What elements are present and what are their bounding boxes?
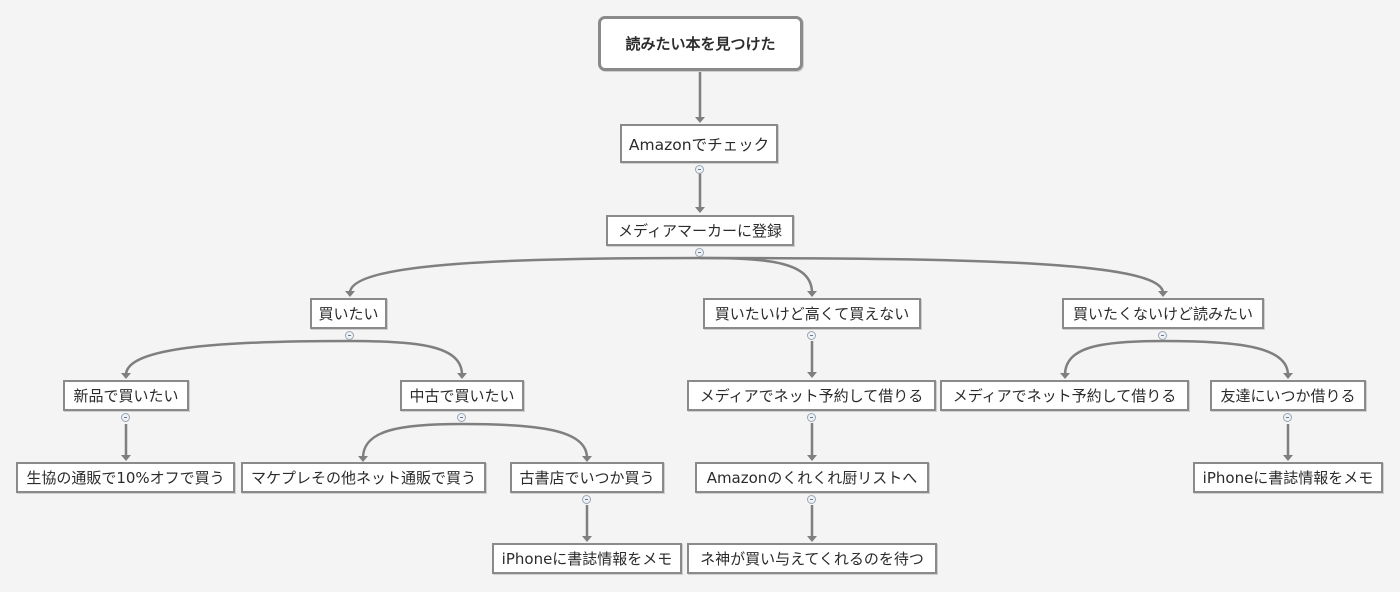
collapse-toggle-buy-used[interactable] bbox=[457, 413, 466, 422]
node-borrow-friend[interactable]: 友達にいつか借りる bbox=[1210, 380, 1366, 411]
edge-dontbuy-friend bbox=[1162, 339, 1290, 376]
node-used-bookstore[interactable]: 古書店でいつか買う bbox=[510, 462, 664, 493]
arrowhead bbox=[345, 291, 355, 297]
collapse-toggle-buy-new[interactable] bbox=[121, 413, 130, 422]
arrowhead bbox=[1158, 291, 1168, 297]
edge-mediamarker-wantbuy bbox=[348, 256, 701, 294]
arrowhead bbox=[121, 455, 131, 461]
arrowhead bbox=[807, 536, 817, 542]
edge-wantbuy-used bbox=[349, 339, 464, 376]
arrowhead bbox=[807, 372, 817, 378]
arrowhead bbox=[1060, 373, 1070, 379]
collapse-toggle-amazon-wishlist[interactable] bbox=[807, 495, 816, 504]
edge-used-marketplace bbox=[361, 422, 463, 459]
edge-used-bookstore bbox=[461, 422, 589, 459]
edge-wantbuy-new bbox=[124, 339, 351, 376]
arrowhead bbox=[1283, 455, 1293, 461]
arrowhead bbox=[695, 207, 705, 213]
collapse-toggle-expensive[interactable] bbox=[807, 331, 816, 340]
node-buy-used[interactable]: 中古で買いたい bbox=[400, 380, 524, 411]
node-iphone-memo-1[interactable]: iPhoneに書誌情報をメモ bbox=[492, 543, 682, 574]
node-coop-10off[interactable]: 生協の通販で10%オフで買う bbox=[16, 462, 235, 493]
edge-mediamarker-dontbuy bbox=[699, 256, 1165, 294]
collapse-toggle-net-reserve-1[interactable] bbox=[807, 413, 816, 422]
arrowhead bbox=[358, 456, 368, 462]
arrowhead bbox=[1283, 373, 1293, 379]
collapse-toggle-borrow-friend[interactable] bbox=[1283, 413, 1292, 422]
arrowhead bbox=[695, 117, 705, 123]
collapse-toggle-media-marker[interactable] bbox=[695, 248, 704, 257]
arrowhead bbox=[807, 291, 817, 297]
node-want-but-expensive[interactable]: 買いたいけど高くて買えない bbox=[703, 298, 921, 329]
arrowhead bbox=[582, 456, 592, 462]
collapse-toggle-want-buy[interactable] bbox=[345, 331, 354, 340]
arrowhead bbox=[807, 455, 817, 461]
arrowhead bbox=[582, 536, 592, 542]
node-god-gift[interactable]: ネ神が買い与えてくれるのを待つ bbox=[687, 543, 937, 574]
node-net-reserve-1[interactable]: メディアでネット予約して借りる bbox=[687, 380, 936, 411]
node-amazon-wishlist[interactable]: Amazonのくれくれ厨リストへ bbox=[695, 462, 929, 493]
edge-dontbuy-reserve2 bbox=[1063, 339, 1164, 376]
node-media-marker[interactable]: メディアマーカーに登録 bbox=[606, 215, 794, 246]
node-net-reserve-2[interactable]: メディアでネット予約して借りる bbox=[940, 380, 1189, 411]
arrowhead bbox=[457, 373, 467, 379]
node-buy-new[interactable]: 新品で買いたい bbox=[63, 380, 189, 411]
collapse-toggle-used-bookstore[interactable] bbox=[582, 495, 591, 504]
edge-mediamarker-expensive bbox=[699, 256, 814, 294]
collapse-toggle-amazon[interactable] bbox=[695, 165, 704, 174]
collapse-toggle-dont-buy[interactable] bbox=[1158, 331, 1167, 340]
node-iphone-memo-2[interactable]: iPhoneに書誌情報をメモ bbox=[1193, 462, 1383, 493]
arrowhead bbox=[121, 373, 131, 379]
node-marketplace[interactable]: マケプレその他ネット通販で買う bbox=[241, 462, 486, 493]
node-amazon-check[interactable]: Amazonでチェック bbox=[620, 124, 778, 163]
node-want-buy[interactable]: 買いたい bbox=[310, 298, 387, 329]
node-root[interactable]: 読みたい本を見つけた bbox=[598, 16, 803, 71]
node-dont-want-buy-but-read[interactable]: 買いたくないけど読みたい bbox=[1062, 298, 1264, 329]
